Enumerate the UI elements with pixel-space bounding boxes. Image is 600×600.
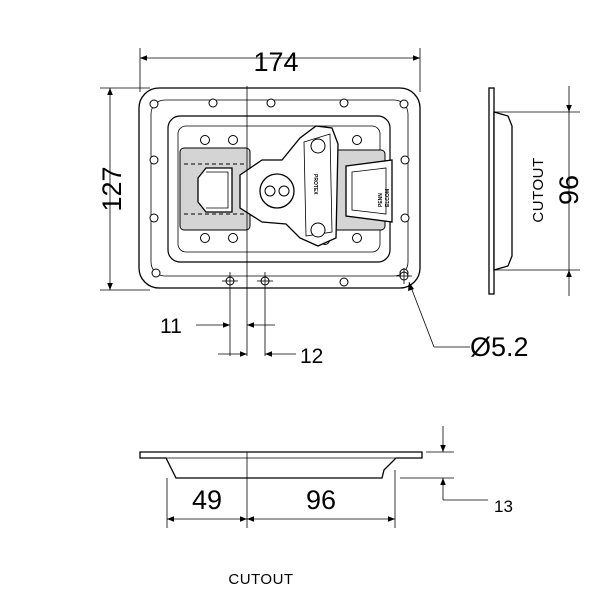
hole-offset-left-value: 11 xyxy=(160,315,182,338)
front-view: PENN ELCOM PROTEX xyxy=(138,86,421,290)
flange-holes xyxy=(149,98,412,287)
side-cutout-label: CUTOUT xyxy=(530,157,547,222)
bottom-left-value: 49 xyxy=(192,485,222,515)
left-bracket xyxy=(179,147,251,231)
handle-mark: PROTEX xyxy=(312,174,318,195)
side-cutout-value: 96 xyxy=(554,175,584,205)
bottom-view xyxy=(139,451,423,528)
depth-value: 13 xyxy=(494,497,513,516)
bottom-cutout-value: 96 xyxy=(306,485,336,515)
butterfly-handle: PROTEX xyxy=(239,125,339,247)
dim-hole-offsets: 11 12 xyxy=(160,272,323,368)
lock-mark-2: ELCOM xyxy=(385,189,391,207)
lock-mark-1: PENN xyxy=(378,193,384,207)
dim-hole-diameter: Ø5.2 xyxy=(408,281,529,362)
dim-depth: 13 xyxy=(400,426,513,516)
dim-overall-width: 174 xyxy=(139,47,421,92)
right-keeper: PENN ELCOM xyxy=(329,149,393,231)
hole-diameter-value: Ø5.2 xyxy=(470,332,529,362)
bottom-cutout-label: CUTOUT xyxy=(228,571,293,588)
hole-offset-right-value: 12 xyxy=(300,345,323,368)
dim-overall-height: 127 xyxy=(97,87,150,291)
overall-width-value: 174 xyxy=(253,47,298,77)
side-view: 96 CUTOUT xyxy=(488,86,584,296)
overall-height-value: 127 xyxy=(97,166,127,211)
flange-inner-edge xyxy=(150,99,409,277)
dim-bottom: 49 96 xyxy=(167,485,395,522)
